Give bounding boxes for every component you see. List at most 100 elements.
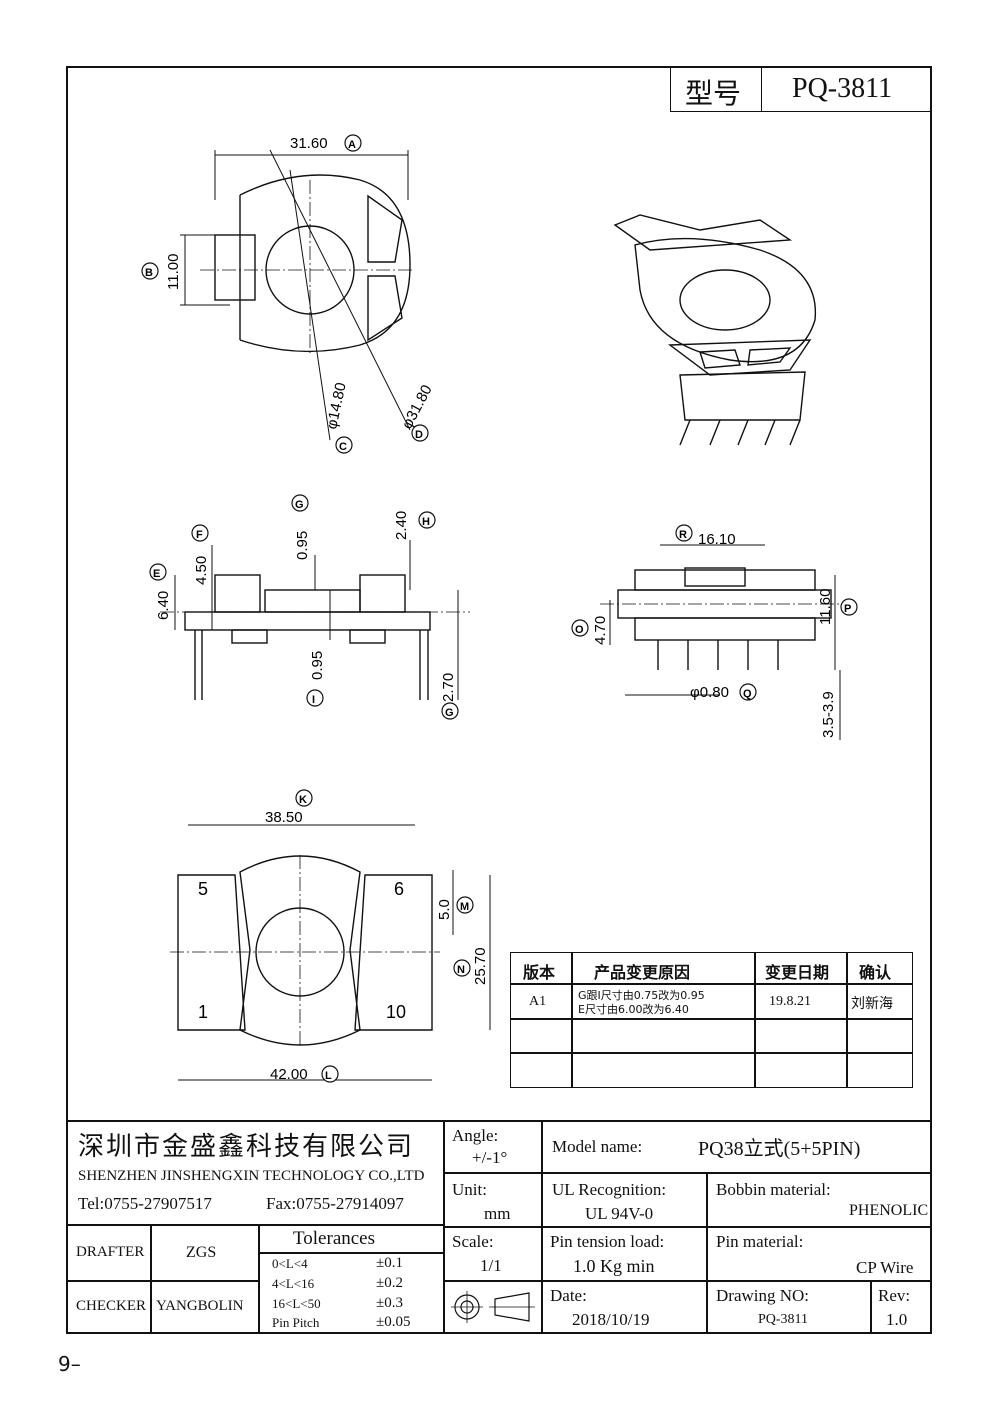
rev-empty-cell xyxy=(571,1018,756,1054)
dim-a-text: 31.60 xyxy=(290,135,328,152)
unit-label: Unit: xyxy=(452,1180,487,1199)
company-name-cn: 深圳市金盛鑫科技有限公司 xyxy=(78,1132,415,1162)
bobbin-value: PHENOLIC xyxy=(849,1202,929,1219)
label-q: Q xyxy=(743,688,752,700)
dim-q-text: φ0.80 xyxy=(690,684,729,701)
rev-value: 1.0 xyxy=(886,1310,908,1329)
date-label: Date: xyxy=(550,1286,587,1305)
rev-empty-cell xyxy=(846,1052,913,1088)
checker-label: CHECKER xyxy=(76,1298,147,1314)
pin-10-label: 10 xyxy=(386,1002,406,1022)
rev-empty-cell xyxy=(571,1052,756,1088)
dim-k-text: 38.50 xyxy=(265,809,303,826)
dim-d-text: φ31.80 xyxy=(399,382,436,432)
rev-header-version: 版本 xyxy=(510,952,573,985)
pin-tension-label: Pin tension load: xyxy=(550,1232,665,1251)
dim-g-top-text: 0.95 xyxy=(294,531,311,560)
checker-value: YANGBOLIN xyxy=(156,1298,244,1314)
drawing-no-label: Drawing NO: xyxy=(716,1286,810,1305)
rev-row-confirm: 刘新海 xyxy=(846,983,913,1020)
pin-5-label: 5 xyxy=(198,879,208,899)
ul-label: UL Recognition: xyxy=(552,1180,667,1199)
pin-1-label: 1 xyxy=(198,1002,208,1022)
rev-row-date-text: 19.8.21 xyxy=(769,994,811,1009)
angle-value: +/-1° xyxy=(472,1148,508,1167)
rev-label: Rev: xyxy=(878,1286,911,1305)
bobbin-label: Bobbin material: xyxy=(716,1180,831,1199)
tolerance-value-2: ±0.2 xyxy=(376,1275,403,1291)
tolerance-range-1: 0<L<4 xyxy=(272,1256,308,1271)
rev-empty-cell xyxy=(754,1018,848,1054)
rev-row-date: 19.8.21 xyxy=(754,983,848,1020)
pin-material-label: Pin material: xyxy=(716,1232,804,1251)
dim-pin-length-text: 3.5-3.9 xyxy=(820,691,837,738)
divider xyxy=(66,1280,259,1282)
date-value: 2018/10/19 xyxy=(572,1310,650,1329)
pin-6-label: 6 xyxy=(394,879,404,899)
divider xyxy=(706,1172,708,1334)
pin-material-value: CP Wire xyxy=(856,1258,914,1277)
rev-row-reason-1: G跟I尺寸由0.75改为0.95 xyxy=(578,989,705,1002)
rev-row-confirm-text: 刘新海 xyxy=(851,996,893,1012)
rev-header-reason-text: 产品变更原因 xyxy=(594,963,691,982)
label-c: C xyxy=(339,441,347,453)
dim-h-text: 2.40 xyxy=(393,511,410,540)
company-fax: Fax:0755-27914097 xyxy=(266,1194,404,1213)
model-number: PQ-3811 xyxy=(792,73,893,104)
label-p: P xyxy=(844,603,851,615)
tolerance-value-3: ±0.3 xyxy=(376,1295,403,1311)
model-name-label: Model name: xyxy=(552,1137,643,1156)
divider xyxy=(258,1252,444,1254)
label-d: D xyxy=(415,429,423,441)
dim-r-text: 16.10 xyxy=(698,531,736,548)
label-h: H xyxy=(422,516,430,528)
model-header-number-cell: PQ-3811 xyxy=(761,66,932,112)
model-type-label: 型号 xyxy=(685,77,742,110)
label-i: I xyxy=(312,694,315,706)
rev-header-reason: 产品变更原因 xyxy=(571,952,756,985)
drawing-frame xyxy=(66,66,932,1334)
scale-label: Scale: xyxy=(452,1232,494,1251)
rev-row-version: A1 xyxy=(510,983,573,1020)
drawing-no-value: PQ-3811 xyxy=(758,1312,809,1327)
label-b: B xyxy=(145,267,153,279)
dim-m-text: 5.0 xyxy=(436,899,453,920)
isometric-view xyxy=(613,214,817,446)
unit-value: mm xyxy=(484,1204,511,1223)
projection-symbol-icon xyxy=(451,1291,535,1323)
label-k: K xyxy=(299,794,307,806)
label-g-top: G xyxy=(295,499,304,511)
tolerance-value-1: ±0.1 xyxy=(376,1255,403,1271)
dim-b-text: 11.00 xyxy=(165,254,182,290)
label-n: N xyxy=(457,964,465,976)
tolerances-title: Tolerances xyxy=(293,1228,376,1249)
bottom-view: 38.50 42.00 5.0 25.70 5 6 1 10 K L M N xyxy=(170,789,491,1083)
tolerance-range-4: Pin Pitch xyxy=(272,1315,320,1330)
label-m: M xyxy=(460,901,469,913)
rev-empty-cell xyxy=(510,1052,573,1088)
model-name-value: PQ38立式(5+5PIN) xyxy=(698,1138,861,1160)
rev-row-reason: G跟I尺寸由0.75改为0.95 E尺寸由6.00改为6.40 xyxy=(571,983,756,1020)
rev-empty-cell xyxy=(510,1018,573,1054)
drafter-label: DRAFTER xyxy=(76,1244,145,1260)
company-tel: Tel:0755-27907517 xyxy=(78,1194,212,1213)
rev-header-version-text: 版本 xyxy=(523,963,556,982)
dim-n-text: 25.70 xyxy=(472,947,489,985)
drafter-value: ZGS xyxy=(186,1244,217,1261)
tolerance-range-3: 16<L<50 xyxy=(272,1296,321,1311)
rev-header-confirm-text: 确认 xyxy=(859,963,892,982)
rev-header-date-text: 变更日期 xyxy=(765,963,830,982)
divider xyxy=(870,1280,872,1334)
scale-value: 1/1 xyxy=(480,1256,502,1275)
divider xyxy=(443,1280,932,1282)
front-view: 16.10 4.70 11.60 φ0.80 3.5-3.9 R O P Q xyxy=(571,524,858,740)
rev-header-confirm: 确认 xyxy=(846,952,913,985)
dim-o-text: 4.70 xyxy=(592,616,609,645)
dim-f-text: 4.50 xyxy=(193,556,210,585)
label-r: R xyxy=(679,529,687,541)
pin-tension-value: 1.0 Kg min xyxy=(573,1256,655,1276)
top-view: 31.60 A 11.00 B φ14.80 φ31.80 C D xyxy=(141,134,436,454)
model-header-type-cell: 型号 xyxy=(670,66,762,112)
rev-header-date: 变更日期 xyxy=(754,952,848,985)
